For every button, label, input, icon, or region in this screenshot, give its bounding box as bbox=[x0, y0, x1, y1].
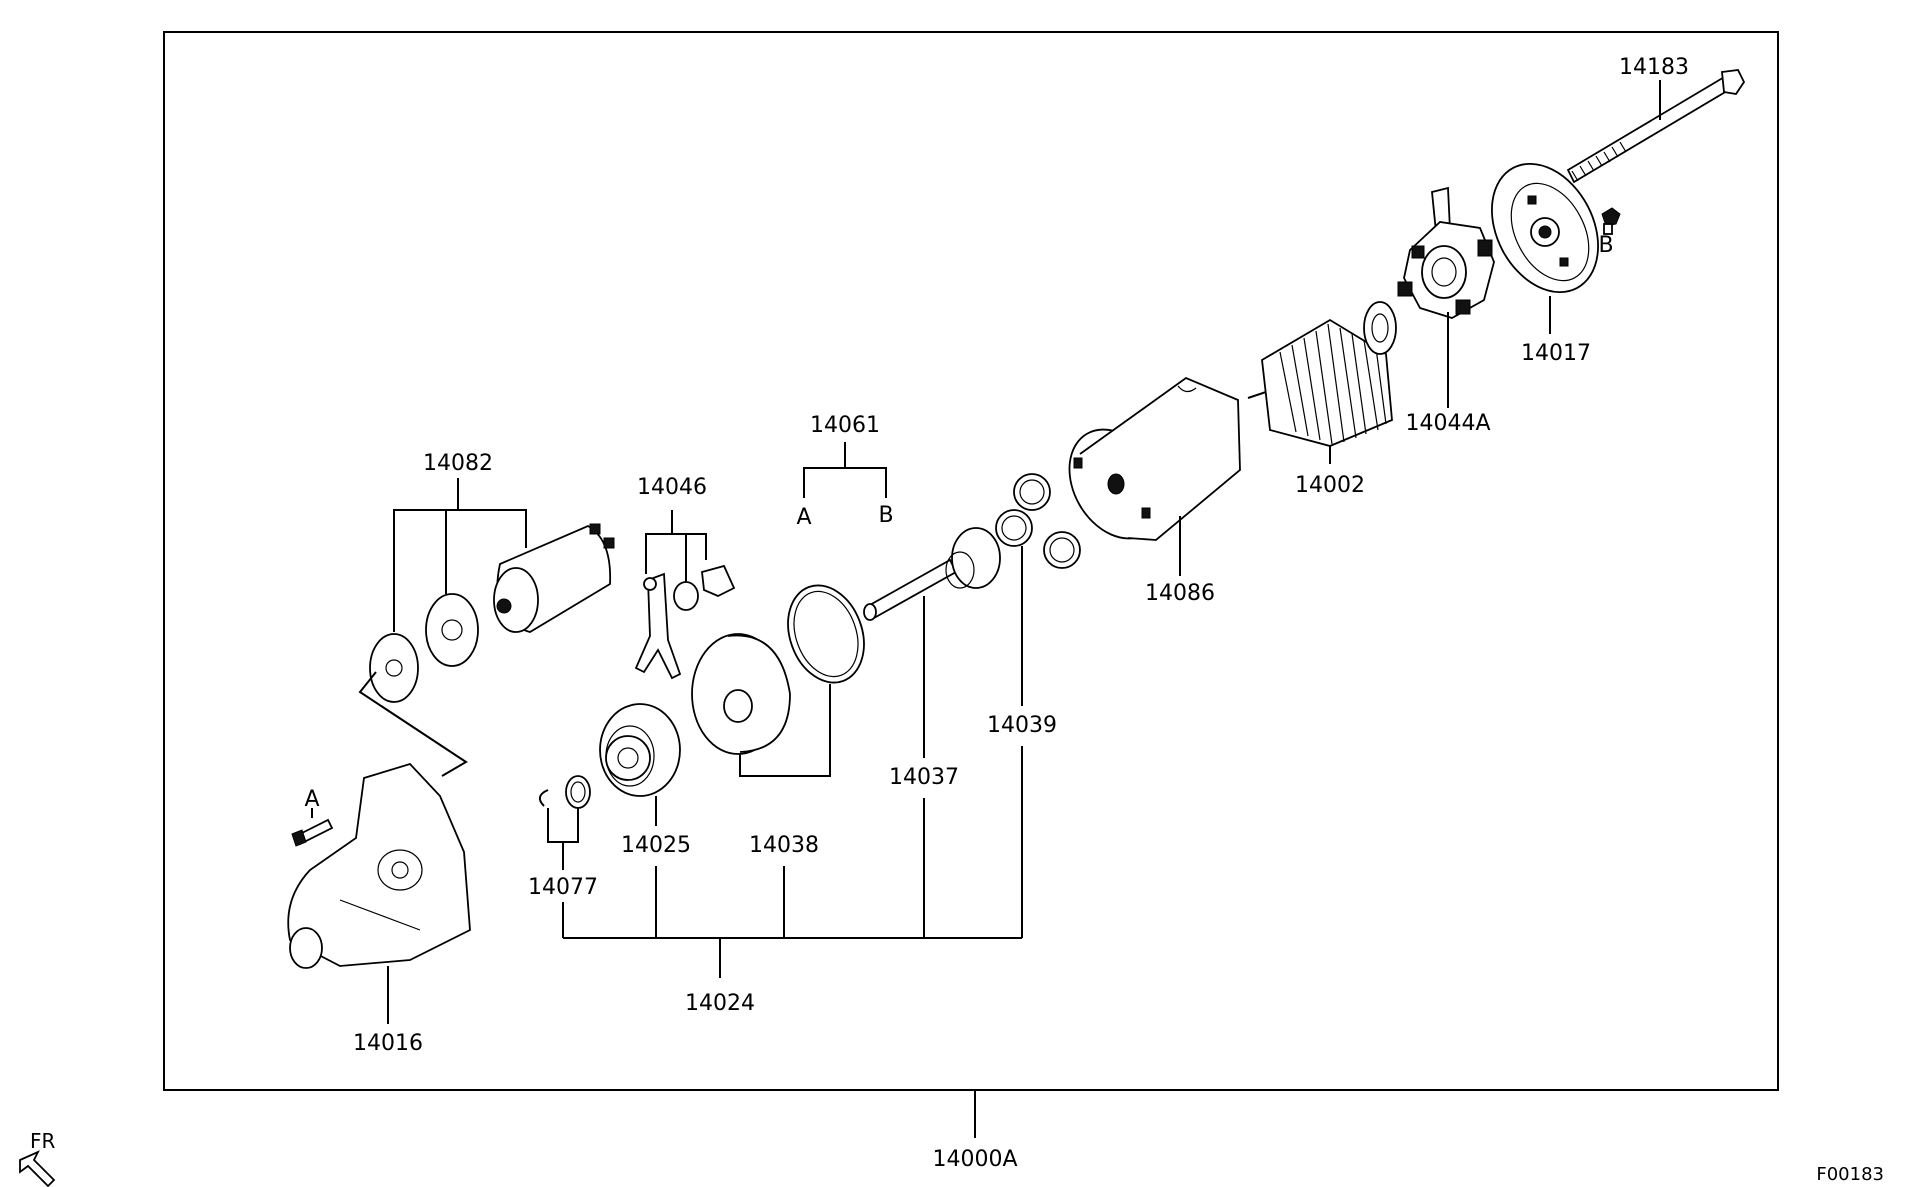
label-14082: 14082 bbox=[423, 451, 493, 476]
label-14046: 14046 bbox=[637, 475, 707, 500]
label-14044A: 14044A bbox=[1405, 411, 1490, 436]
shift-lever-part bbox=[634, 564, 736, 680]
gear-housing-part bbox=[691, 584, 865, 755]
through-bolt-part bbox=[1566, 69, 1746, 184]
label-14002: 14002 bbox=[1295, 473, 1365, 498]
magnetic-switch-part bbox=[369, 523, 615, 703]
label-14016: 14016 bbox=[353, 1031, 423, 1056]
planetary-gears-part bbox=[995, 473, 1081, 569]
diagram-frame bbox=[163, 31, 1779, 1091]
leader-lines bbox=[311, 80, 1661, 1024]
figure-code: F00183 bbox=[1816, 1164, 1884, 1185]
snap-ring-part bbox=[538, 775, 591, 809]
label-14017: 14017 bbox=[1521, 341, 1591, 366]
label-14037: 14037 bbox=[889, 765, 959, 790]
label-14086: 14086 bbox=[1145, 581, 1215, 606]
label-14038: 14038 bbox=[749, 833, 819, 858]
bolt-a-part bbox=[291, 818, 334, 847]
label-14077: 14077 bbox=[528, 875, 598, 900]
front-arrow-icon bbox=[19, 1150, 56, 1187]
fr-label: FR bbox=[30, 1129, 56, 1153]
label-a-bolt: A bbox=[304, 787, 319, 812]
front-bracket-part bbox=[287, 762, 471, 969]
label-a-ref: A bbox=[796, 505, 811, 530]
label-14000A: 14000A bbox=[932, 1147, 1017, 1172]
label-14183: 14183 bbox=[1619, 55, 1689, 80]
brush-holder-part bbox=[1397, 186, 1495, 319]
pinion-shaft-part bbox=[863, 527, 1001, 621]
label-14025: 14025 bbox=[621, 833, 691, 858]
pinion-clutch-part bbox=[599, 703, 681, 797]
rear-bracket-part bbox=[1491, 162, 1599, 294]
label-b-screw: B bbox=[1598, 233, 1613, 258]
label-b-ref: B bbox=[878, 503, 893, 528]
label-14024: 14024 bbox=[685, 991, 755, 1016]
label-14039: 14039 bbox=[987, 713, 1057, 738]
armature-part bbox=[1247, 301, 1397, 447]
screw-b-part bbox=[1601, 207, 1621, 235]
label-14061: 14061 bbox=[810, 413, 880, 438]
yoke-part bbox=[1068, 376, 1241, 541]
